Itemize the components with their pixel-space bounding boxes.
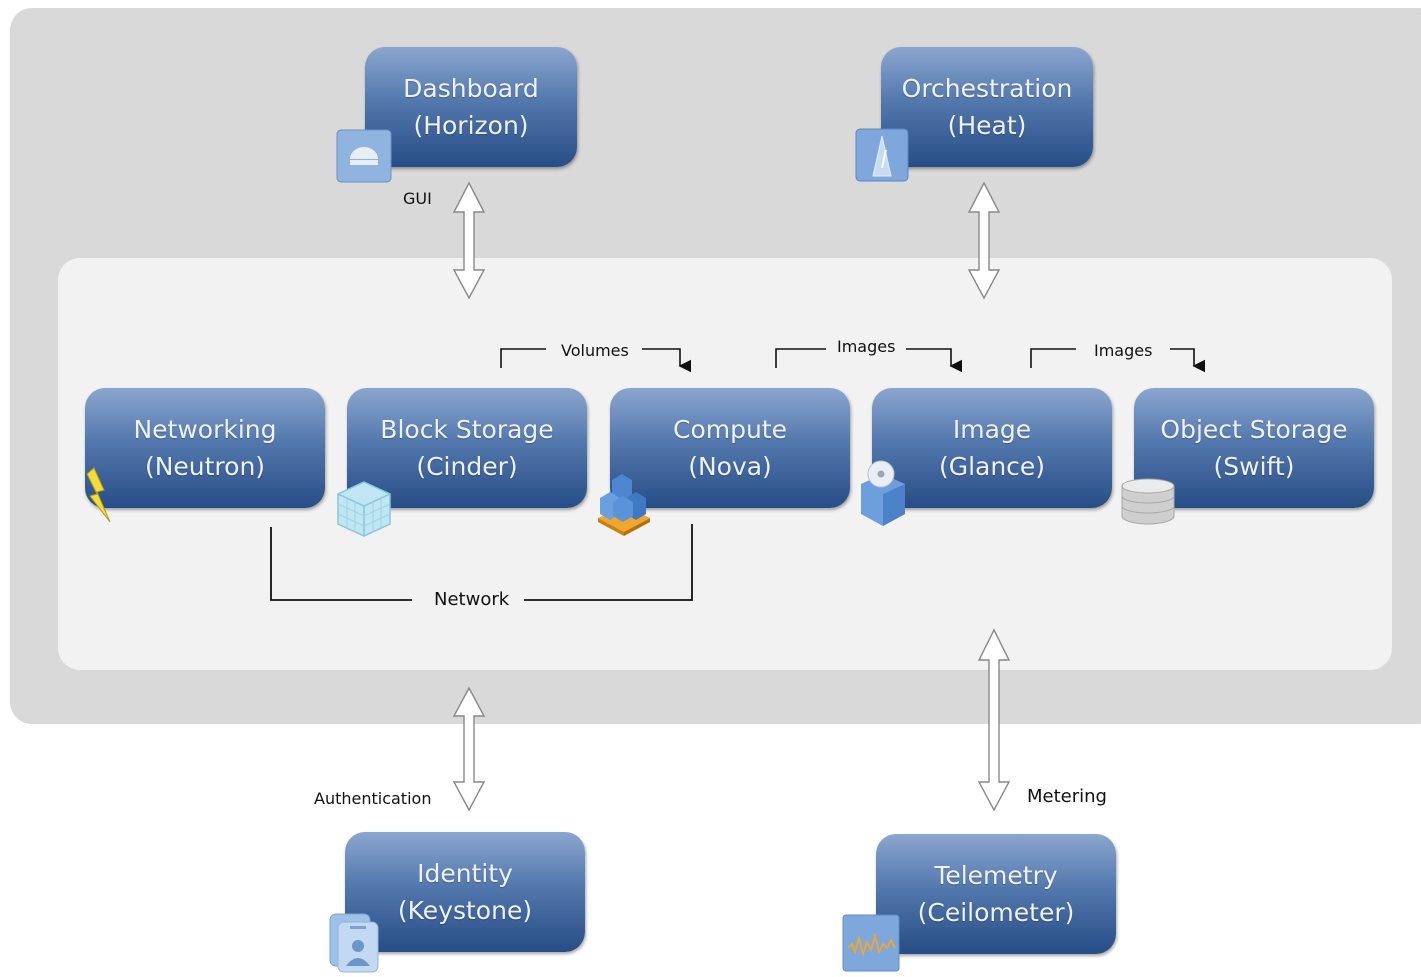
images-storage-connector	[1030, 348, 1206, 373]
dashboard-icon	[336, 129, 392, 183]
authentication-label: Authentication	[314, 789, 432, 808]
networking-service-name: Networking	[133, 415, 277, 444]
network-connector	[270, 524, 693, 601]
metering-label: Metering	[1027, 786, 1107, 807]
orchestration-project-name: (Heat)	[947, 111, 1027, 140]
object-storage-project-name: (Swift)	[1213, 452, 1295, 481]
gui-double-arrow	[452, 181, 486, 300]
block-storage-service-box[interactable]: Block Storage (Cinder)	[347, 388, 587, 508]
object-storage-service-name: Object Storage	[1160, 415, 1348, 444]
image-service-box[interactable]: Image (Glance)	[872, 388, 1112, 508]
metronome-icon	[855, 128, 909, 182]
networking-service-box[interactable]: Networking (Neutron)	[85, 388, 325, 508]
volumes-label: Volumes	[561, 341, 629, 360]
identity-service-box[interactable]: Identity (Keystone)	[345, 832, 585, 952]
waveform-icon	[842, 914, 900, 972]
image-service-name: Image	[952, 415, 1032, 444]
compute-project-name: (Nova)	[688, 452, 772, 481]
cube-grid-icon	[337, 481, 391, 537]
identity-project-name: (Keystone)	[397, 896, 533, 925]
dashboard-service-name: Dashboard	[403, 74, 539, 103]
dashboard-project-name: (Horizon)	[413, 111, 529, 140]
id-card-icon	[329, 913, 379, 973]
orchestration-service-box[interactable]: Orchestration (Heat)	[881, 47, 1093, 167]
identity-service-name: Identity	[417, 859, 513, 888]
block-storage-service-name: Block Storage	[380, 415, 554, 444]
block-storage-project-name: (Cinder)	[416, 452, 518, 481]
dashboard-service-box[interactable]: Dashboard (Horizon)	[365, 47, 577, 167]
database-icon	[1121, 478, 1175, 525]
orchestration-service-name: Orchestration	[901, 74, 1073, 103]
stacked-blocks-icon	[598, 474, 650, 536]
images-storage-label: Images	[1094, 341, 1153, 360]
compute-service-box[interactable]: Compute (Nova)	[610, 388, 850, 508]
images-compute-connector	[775, 348, 963, 373]
networking-project-name: (Neutron)	[144, 452, 266, 481]
images-compute-label: Images	[837, 337, 896, 356]
telemetry-project-name: (Ceilometer)	[917, 898, 1075, 927]
network-label: Network	[434, 589, 510, 610]
image-project-name: (Glance)	[938, 452, 1046, 481]
lightning-icon	[86, 467, 111, 523]
disc-box-icon	[861, 460, 905, 526]
metering-double-arrow	[977, 628, 1011, 812]
volumes-connector	[500, 348, 692, 373]
compute-service-name: Compute	[672, 415, 787, 444]
telemetry-service-name: Telemetry	[934, 861, 1058, 890]
telemetry-service-box[interactable]: Telemetry (Ceilometer)	[876, 834, 1116, 954]
orchestration-double-arrow	[967, 181, 1001, 300]
authentication-double-arrow	[452, 686, 486, 812]
gui-label: GUI	[403, 189, 432, 208]
